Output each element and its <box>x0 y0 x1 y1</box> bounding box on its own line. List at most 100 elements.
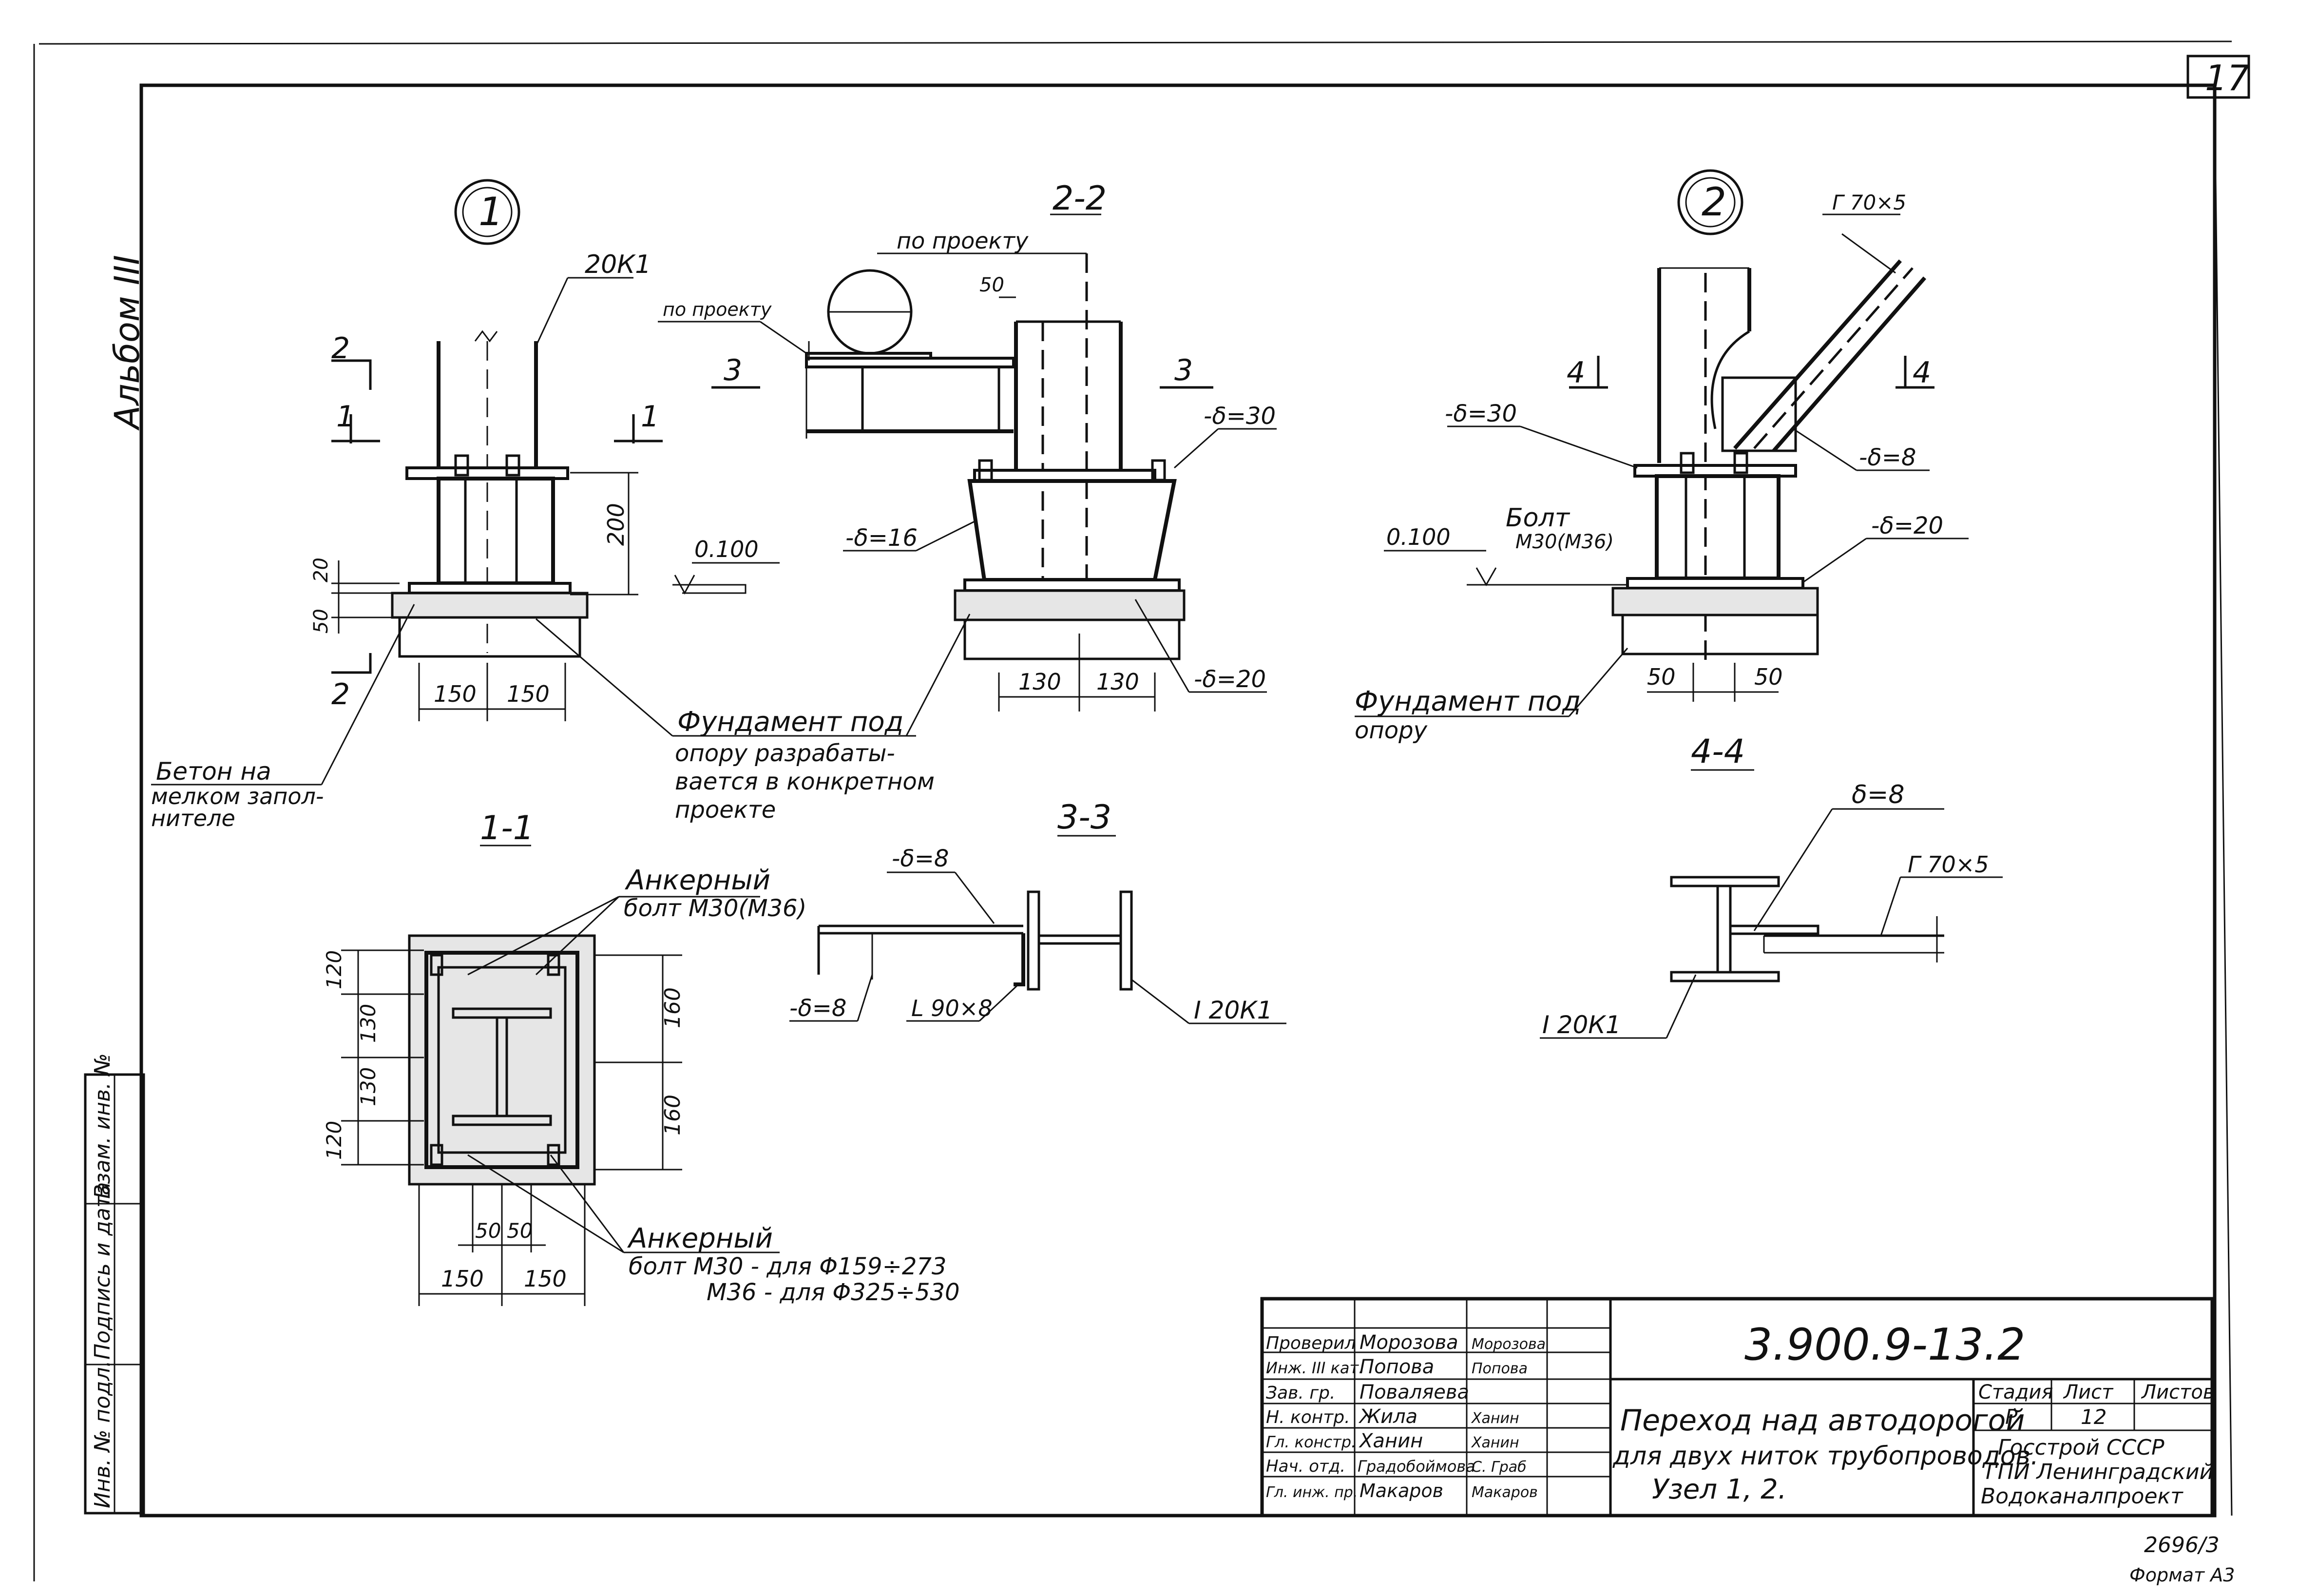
doc-title-2: для двух ниток трубопроводов. <box>1612 1442 2039 1471</box>
sig-role-4: Н. контр. <box>1266 1407 1350 1427</box>
section22-by-project-left: по проекту <box>663 299 772 320</box>
section22-dim-130-right: 130 <box>1096 669 1139 695</box>
sig-sign-1: Морозова <box>1472 1336 1546 1353</box>
section22-sec3-left: 3 <box>724 353 742 387</box>
section22-plate30: -δ=30 <box>1204 403 1276 430</box>
sig-name-4: Жила <box>1358 1405 1417 1428</box>
node2-angle: Г 70×5 <box>1832 191 1906 214</box>
node2-bolt-1: Болт <box>1506 503 1570 533</box>
sig-name-2: Попова <box>1360 1356 1434 1378</box>
section11-dim-bottom-inner-2: 50 <box>507 1219 533 1243</box>
node1-level: 0.100 <box>694 536 759 562</box>
node2-mark: 2 <box>1702 179 1726 225</box>
node2-dim-50-right: 50 <box>1754 664 1783 690</box>
node2-dim-50-left: 50 <box>1647 664 1676 690</box>
node2-foundation-note-2: опору <box>1355 717 1428 744</box>
sig-role-2: Инж. III кат. <box>1266 1359 1363 1377</box>
section22-plate16: -δ=16 <box>845 524 918 552</box>
node1-profile: 20К1 <box>585 250 651 279</box>
section11-dim-left-3: 130 <box>356 1067 380 1106</box>
sheet-label: Лист <box>2063 1381 2114 1404</box>
section11-dim-right-1: 160 <box>660 987 685 1028</box>
sig-sign-4: Ханин <box>1471 1410 1519 1427</box>
node1-dim-20: 20 <box>310 558 332 582</box>
section33-angle: L 90×8 <box>911 995 993 1021</box>
section11-dim-bottom-1: 150 <box>441 1266 484 1292</box>
sig-role-5: Гл. констр. <box>1266 1433 1356 1451</box>
section11-anchor-bottom-2: болт М30 - для Φ159÷273 <box>629 1253 946 1280</box>
stage-value: Р <box>2005 1405 2018 1429</box>
node1-dim-50: 50 <box>310 609 332 634</box>
album-label: Альбом III <box>107 255 147 431</box>
node1-sec2-top: 2 <box>331 331 350 365</box>
section11-dim-bottom-inner-1: 50 <box>475 1219 501 1243</box>
node1-mark: 1 <box>479 189 503 234</box>
sig-sign-6: С. Граб <box>1472 1459 1527 1476</box>
doc-title-3: Узел 1, 2. <box>1652 1474 1787 1505</box>
node1-dim-150-left: 150 <box>434 681 477 707</box>
section22-plate20: -δ=20 <box>1194 666 1266 693</box>
node1-concrete-note-3: нителе <box>151 805 235 831</box>
side-stamp-sign: Подпись и дата <box>90 1182 115 1360</box>
org-line-2: ГПИ Ленинградский <box>1986 1460 2213 1484</box>
node1-foundation-note-4: проекте <box>675 796 776 824</box>
node2-bolt-2: М30(М36) <box>1515 531 1614 553</box>
title-block-frame <box>1260 1297 2214 1518</box>
sig-name-6: Градобоймова <box>1358 1457 1475 1476</box>
doc-title-1: Переход над автодорогой <box>1620 1404 2025 1438</box>
sig-sign-2: Попова <box>1472 1360 1528 1377</box>
node1-sec1-right: 1 <box>641 400 659 434</box>
section11-dim-bottom-2: 150 <box>524 1266 567 1292</box>
section22-sec3-right: 3 <box>1174 353 1193 387</box>
org-line-3: Водоканалпроект <box>1981 1484 2183 1509</box>
node2-foundation-note-1: Фундамент под <box>1355 686 1581 717</box>
section11-anchor-bottom-3: М36 - для Φ325÷530 <box>707 1279 960 1306</box>
node1-sec2-bottom: 2 <box>331 677 350 711</box>
node2-sec4-right: 4 <box>1913 356 1931 390</box>
section11-anchor-bottom-1: Анкерный <box>627 1223 773 1254</box>
node2-sec4-left: 4 <box>1567 356 1585 390</box>
node1-dim-200: 200 <box>603 503 629 546</box>
sheets-label: Листов <box>2141 1381 2214 1404</box>
sig-role-7: Гл. инж. пр. <box>1266 1484 1358 1501</box>
section22-dim-130-left: 130 <box>1018 669 1061 695</box>
stage-label: Стадия <box>1978 1381 2053 1404</box>
section11-anchor-top-1: Анкерный <box>625 865 770 896</box>
side-stamp <box>84 1073 145 1515</box>
sig-name-3: Поваляева <box>1360 1381 1469 1404</box>
section33-plate8-bottom: -δ=8 <box>789 995 846 1022</box>
sig-role-3: Зав. гр. <box>1266 1383 1335 1403</box>
sheet-value: 12 <box>2081 1405 2106 1429</box>
org-line-1: Госстрой СССР <box>1998 1435 2164 1460</box>
sig-name-7: Макаров <box>1360 1480 1443 1501</box>
format-label: Формат А3 <box>2129 1564 2235 1586</box>
section33-plate8-top: -δ=8 <box>892 845 949 872</box>
node1-concrete-note-2: мелком запол- <box>151 783 324 809</box>
section33-title: 3-3 <box>1057 798 1111 837</box>
section44-angle: Г 70×5 <box>1908 851 1989 878</box>
section22-drawing <box>658 213 1277 736</box>
node1-foundation-note-1: Фундамент под <box>677 706 903 738</box>
sig-sign-5: Ханин <box>1471 1434 1519 1451</box>
section44-beam: I 20К1 <box>1542 1011 1621 1039</box>
section11-dim-left-4: 120 <box>322 1121 346 1160</box>
sheet-frame <box>33 40 2250 1581</box>
section11-dim-left-2: 130 <box>356 1004 380 1043</box>
node2-drawing <box>1355 169 1969 717</box>
sig-name-5: Ханин <box>1359 1430 1423 1452</box>
sig-sign-7: Макаров <box>1472 1484 1538 1501</box>
section33-drawing <box>789 835 1286 1024</box>
section11-anchor-top-2: болт М30(М36) <box>624 895 806 922</box>
node1-dim-150-right: 150 <box>507 681 550 707</box>
copy-number: 2696/3 <box>2144 1533 2220 1558</box>
node2-plate20: -δ=20 <box>1871 512 1943 539</box>
section11-dim-right-2: 160 <box>660 1095 685 1135</box>
sig-name-1: Морозова <box>1360 1331 1458 1354</box>
node1-foundation-note-2: опору разрабаты- <box>675 740 895 767</box>
sig-role-6: Нач. отд. <box>1266 1457 1345 1476</box>
section22-dim-50: 50 <box>979 274 1004 296</box>
node1-concrete-note-1: Бетон на <box>156 757 271 786</box>
node1-drawing <box>151 179 916 786</box>
section22-title: 2-2 <box>1053 179 1107 218</box>
